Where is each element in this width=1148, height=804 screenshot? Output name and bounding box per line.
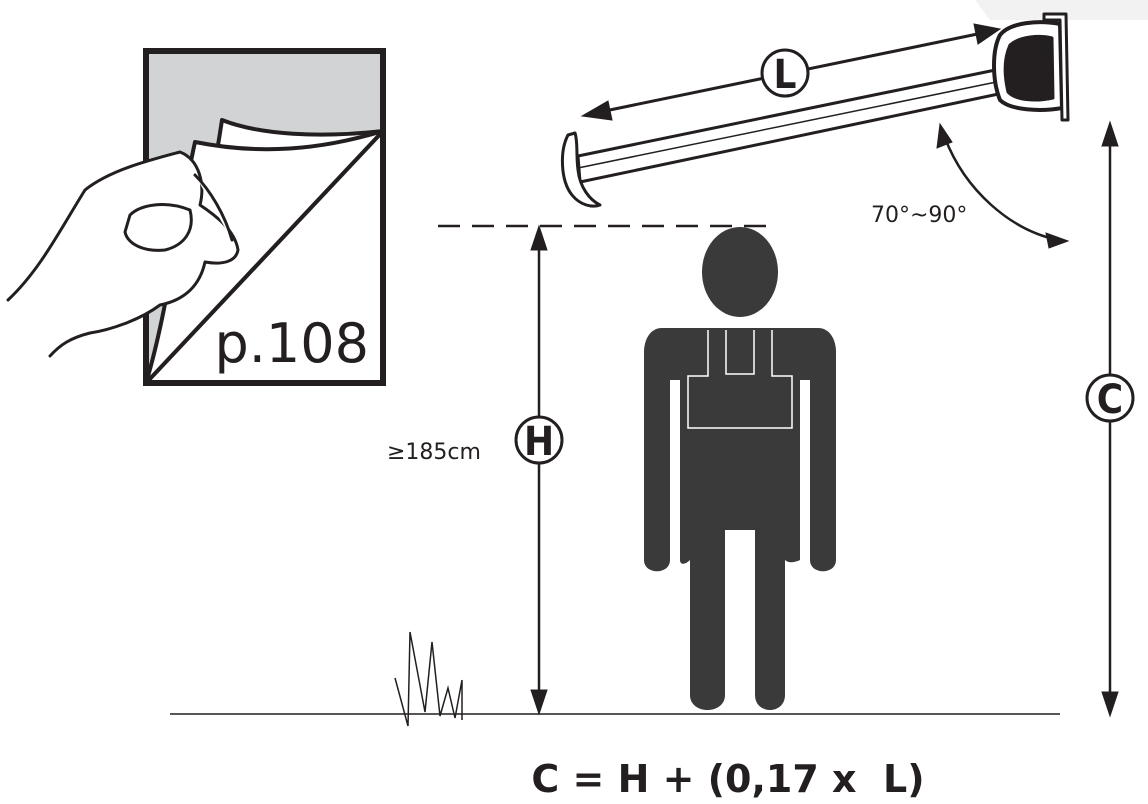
clearance-label: C	[1097, 377, 1123, 423]
clearance-formula: C = H + (0,17 x L)	[531, 757, 924, 801]
awning-arm-icon	[560, 12, 1070, 208]
length-badge: L	[760, 48, 810, 98]
page-reference-label: p.108	[214, 312, 369, 375]
grass-tuft-icon	[394, 631, 463, 727]
length-label: L	[774, 52, 797, 98]
corner-shadow	[975, 0, 1148, 20]
height-dimension-arrow	[530, 224, 548, 716]
hand-turning-page-icon	[6, 150, 240, 358]
clearance-badge: C	[1085, 373, 1135, 423]
height-badge: H	[514, 415, 564, 465]
height-label: H	[524, 419, 554, 465]
angle-label: 70°~90°	[871, 203, 967, 228]
angle-indicator	[936, 122, 1070, 249]
person-silhouette-icon	[644, 227, 836, 710]
min-height-label: ≥185cm	[387, 440, 481, 465]
